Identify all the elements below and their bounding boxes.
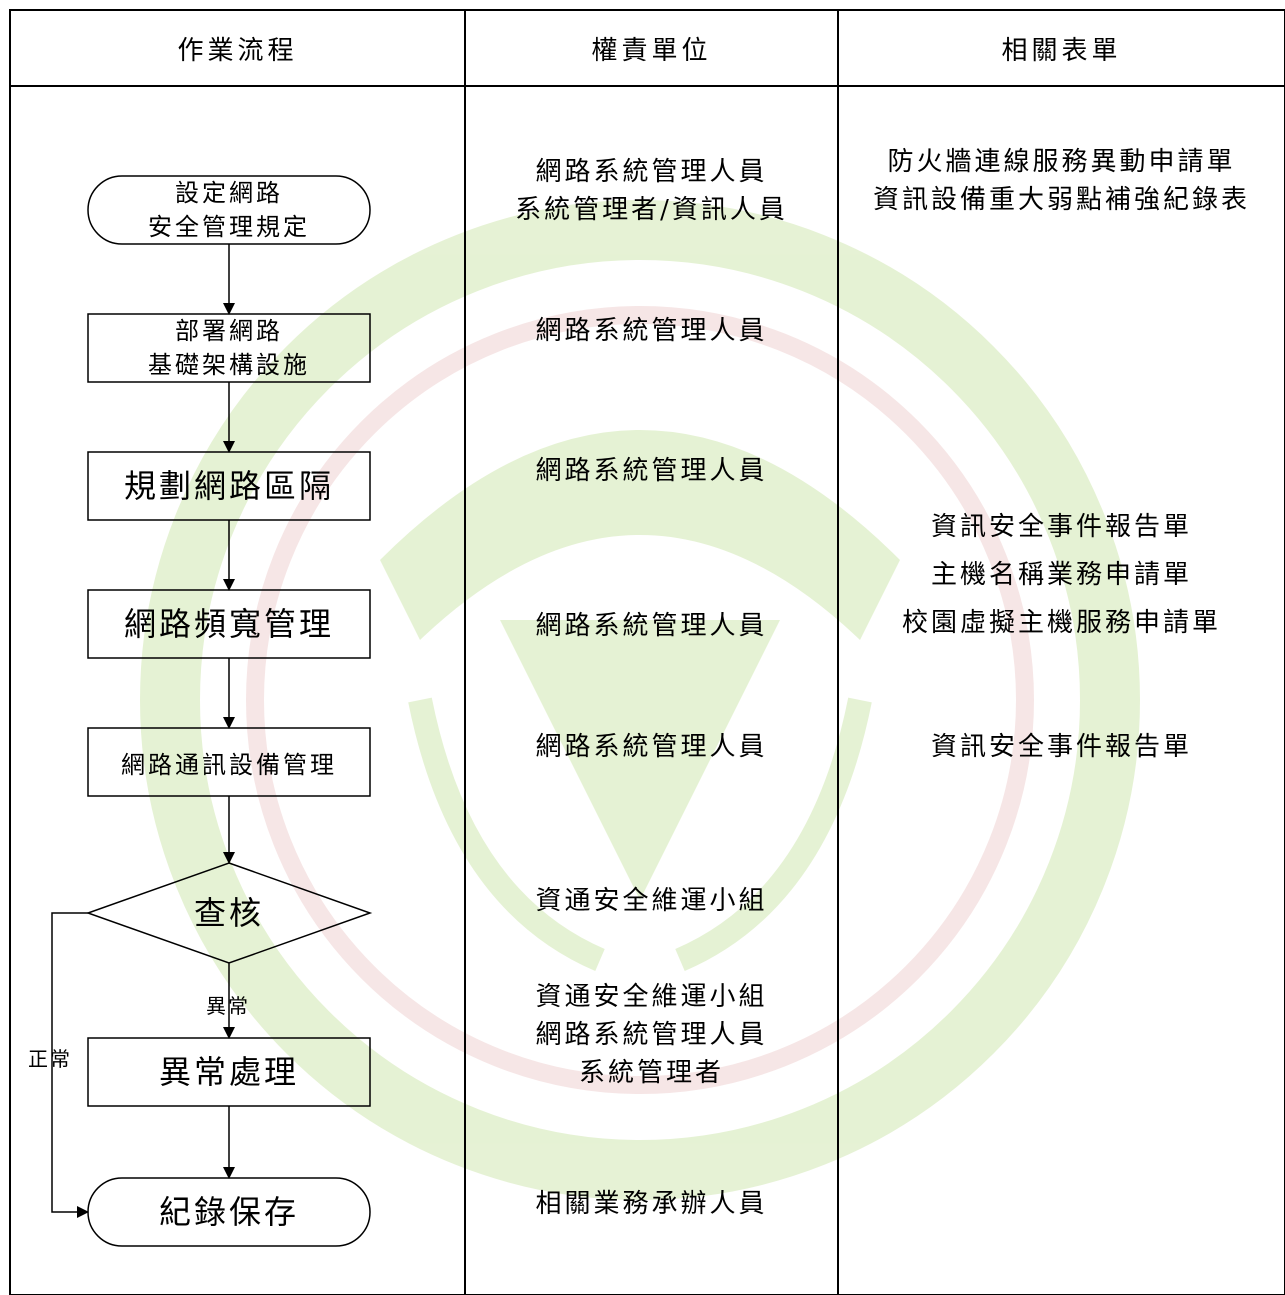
node-audit: 查核 <box>193 894 264 932</box>
header-process: 作業流程 <box>177 35 298 66</box>
label-normal: 正常 <box>28 1047 72 1071</box>
unit-step6-line3: 系統管理者 <box>578 1058 724 1088</box>
node-deploy: 部署網路 基礎架構設施 <box>88 314 370 382</box>
node-handle: 異常處理 <box>158 1053 299 1091</box>
forms-step3-4: 資訊安全事件報告單 主機名稱業務申請單 校園虛擬主機服務申請單 <box>838 503 1285 647</box>
unit-step6-line2: 網路系統管理人員 <box>535 1020 768 1050</box>
unit-step6-line1: 資通安全維運小組 <box>535 982 768 1012</box>
node-device: 網路通訊設備管理 <box>121 750 337 779</box>
unit-step1: 網路系統管理人員 系統管理者/資訊人員 <box>465 153 838 229</box>
unit-step1-line2: 系統管理者/資訊人員 <box>515 195 788 225</box>
unit-step2: 網路系統管理人員 <box>535 316 768 346</box>
node-start: 設定網路 安全管理規定 <box>88 176 370 244</box>
unit-decision: 資通安全維運小組 <box>535 886 768 916</box>
forms-step3-4-line3: 校園虛擬主機服務申請單 <box>901 608 1221 638</box>
forms-step3-4-line2: 主機名稱業務申請單 <box>930 560 1192 590</box>
unit-step3: 網路系統管理人員 <box>535 456 768 486</box>
unit-step1-line1: 網路系統管理人員 <box>535 157 768 187</box>
header-forms: 相關表單 <box>1001 35 1122 66</box>
node-deploy-line1: 部署網路 <box>175 317 283 345</box>
node-bandwidth: 網路頻寬管理 <box>123 605 334 643</box>
header-unit: 權責單位 <box>591 35 712 66</box>
forms-step1-line1: 防火牆連線服務異動申請單 <box>887 147 1236 177</box>
unit-step5: 網路系統管理人員 <box>535 732 768 762</box>
forms-step5: 資訊安全事件報告單 <box>930 732 1192 762</box>
node-segment: 規劃網路區隔 <box>123 467 334 505</box>
node-start-line1: 設定網路 <box>175 179 283 207</box>
unit-step4: 網路系統管理人員 <box>535 611 768 641</box>
unit-step6: 資通安全維運小組 網路系統管理人員 系統管理者 <box>465 978 838 1092</box>
node-start-line2: 安全管理規定 <box>148 213 310 241</box>
forms-step3-4-line1: 資訊安全事件報告單 <box>930 512 1192 542</box>
forms-step1-line2: 資訊設備重大弱點補強紀錄表 <box>872 185 1250 215</box>
node-deploy-line2: 基礎架構設施 <box>148 351 310 379</box>
forms-step1: 防火牆連線服務異動申請單 資訊設備重大弱點補強紀錄表 <box>838 143 1285 219</box>
label-abnormal: 異常 <box>206 994 250 1018</box>
node-record: 紀錄保存 <box>158 1193 299 1231</box>
unit-step7: 相關業務承辦人員 <box>535 1189 768 1219</box>
